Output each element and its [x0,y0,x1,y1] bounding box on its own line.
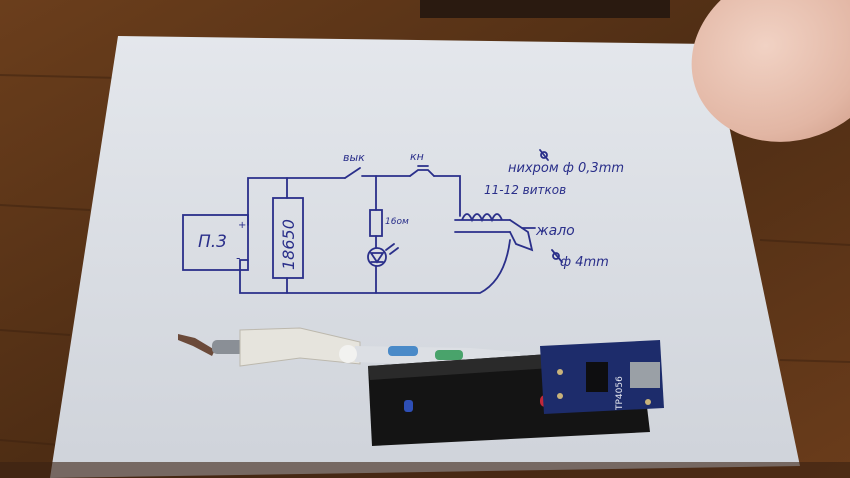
charger-chip [586,362,608,392]
switch-symbol [344,167,361,179]
board-chip-label: TP4056 [615,376,625,411]
usb-port [630,362,660,388]
led-bulb [339,345,357,363]
button-label: кн [410,150,424,163]
diameter-arrow [551,249,563,263]
battery-symbol [272,197,304,279]
dark-object-top [420,0,670,18]
tp4056-board [540,340,664,414]
copper-tip [178,334,215,356]
fiberglass-sleeve [239,327,361,367]
nichrome-label: нихром ф 0,3mm [508,161,624,176]
switch-label: вык [343,151,365,164]
blue-wire-end [404,400,413,412]
green-component [435,350,463,360]
button-symbol [409,165,435,177]
circuit-schematic [182,149,563,294]
turns-label: 11-12 витков [484,183,566,197]
charger-minus-label: - [236,251,240,265]
battery-label: 18650 [279,219,298,270]
top-wire [247,177,346,226]
resistor-label: 16ом [385,217,409,227]
tip-diameter-label: ф 4mm [560,255,609,270]
coil-symbol [454,213,511,233]
charger-module-symbol [182,214,249,271]
bottom-wire [239,239,511,294]
blue-resistor [388,346,418,356]
charger-label: П.3 [198,232,227,252]
tip-label: жало [535,223,575,239]
charger-plus-label: + [238,220,246,231]
paper-shadow [0,462,850,478]
soldering-iron-assembly [178,327,520,367]
led-symbol [367,247,387,267]
